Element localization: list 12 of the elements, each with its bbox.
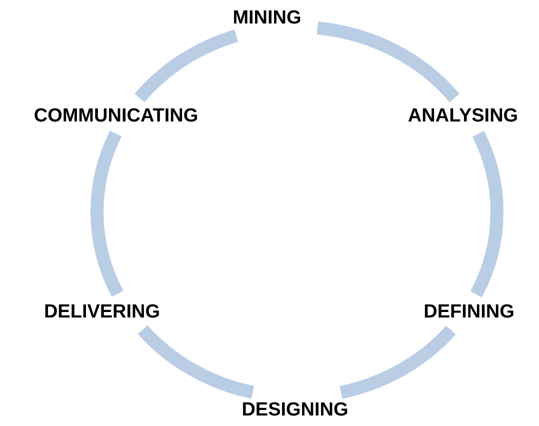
stage-label: DEFINING bbox=[408, 294, 530, 330]
stage-label: DELIVERING bbox=[28, 294, 176, 330]
stage-label: MINING bbox=[216, 0, 318, 36]
stage-label: DESIGNING bbox=[226, 392, 364, 426]
arc-connector bbox=[470, 131, 504, 297]
stage-label: ANALYSING bbox=[392, 98, 534, 134]
arc-connector bbox=[134, 30, 239, 102]
arc-connector bbox=[339, 325, 456, 399]
stage-label: COMMUNICATING bbox=[18, 98, 214, 134]
arc-connector bbox=[138, 325, 254, 399]
arc-connector bbox=[316, 22, 460, 103]
arc-connector bbox=[90, 131, 124, 296]
